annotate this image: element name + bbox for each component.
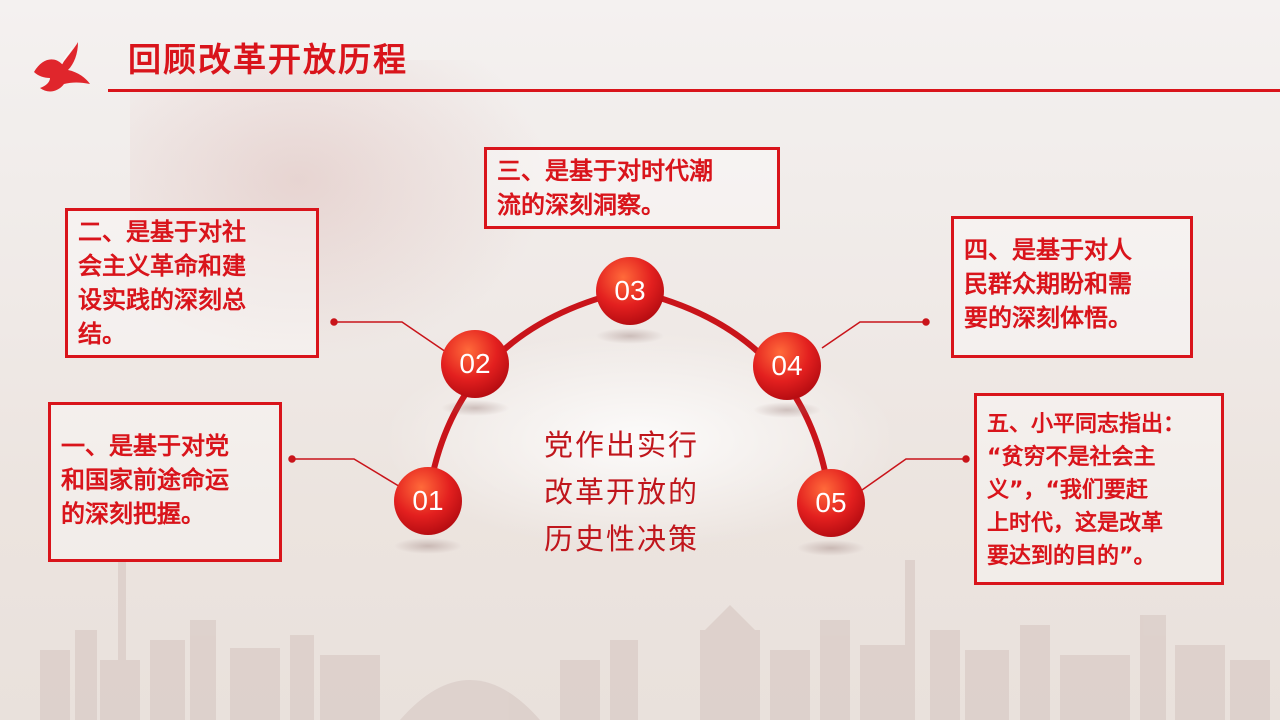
box-line: 义”，“我们要赶 [987, 478, 1148, 503]
node-number-01: 01 [412, 485, 444, 516]
box-line: 一、是基于对党 [61, 432, 229, 460]
node-circle-01 [394, 467, 462, 535]
city-skyline [40, 560, 1270, 720]
page-title: 回顾改革开放历程 [128, 40, 408, 79]
node-circle-03 [596, 257, 664, 325]
box-line: 要的深刻体悟。 [964, 304, 1132, 332]
box-line: 的深刻把握。 [61, 500, 205, 528]
box-line: 民群众期盼和需 [964, 270, 1132, 298]
node-circle-04 [753, 332, 821, 400]
center-caption: 党作出实行 改革开放的 历史性决策 [544, 422, 744, 563]
box-line: 三、是基于对时代潮 [497, 157, 713, 185]
box-line: 二、是基于对社 [78, 218, 246, 246]
node-circle-05 [797, 469, 865, 537]
title-underline [108, 89, 1280, 92]
center-line: 党作出实行 [544, 428, 700, 462]
box-line: 结。 [78, 320, 126, 348]
text-box-03: 三、是基于对时代潮 流的深刻洞察。 [484, 147, 780, 229]
node-number-04: 04 [771, 350, 803, 381]
box-line: 五、小平同志指出： [987, 412, 1186, 437]
text-box-05: 五、小平同志指出： “贫穷不是社会主 义”，“我们要赶 上时代，这是改革 要达到… [974, 393, 1224, 585]
node-number-03: 03 [614, 275, 646, 306]
text-box-04: 四、是基于对人 民群众期盼和需 要的深刻体悟。 [951, 216, 1193, 358]
box-line: 上时代，这是改革 [987, 511, 1164, 536]
text-box-01: 一、是基于对党 和国家前途命运 的深刻把握。 [48, 402, 282, 562]
box-line: 四、是基于对人 [964, 236, 1132, 264]
node-circle-02 [441, 330, 509, 398]
box-line: 要达到的目的”。 [987, 544, 1156, 569]
dove-icon [34, 42, 90, 92]
center-line: 改革开放的 [544, 475, 700, 509]
box-line: 会主义革命和建 [78, 252, 246, 280]
box-line: 设实践的深刻总 [78, 286, 246, 314]
box-line: “贫穷不是社会主 [987, 445, 1156, 470]
leader-lines [288, 318, 970, 491]
node-number-02: 02 [459, 348, 491, 379]
box-line: 和国家前途命运 [61, 466, 229, 494]
text-box-02: 二、是基于对社 会主义革命和建 设实践的深刻总 结。 [65, 208, 319, 358]
center-line: 历史性决策 [544, 522, 700, 556]
node-number-05: 05 [815, 487, 847, 518]
node-circles [394, 257, 865, 556]
box-line: 流的深刻洞察。 [497, 191, 665, 219]
